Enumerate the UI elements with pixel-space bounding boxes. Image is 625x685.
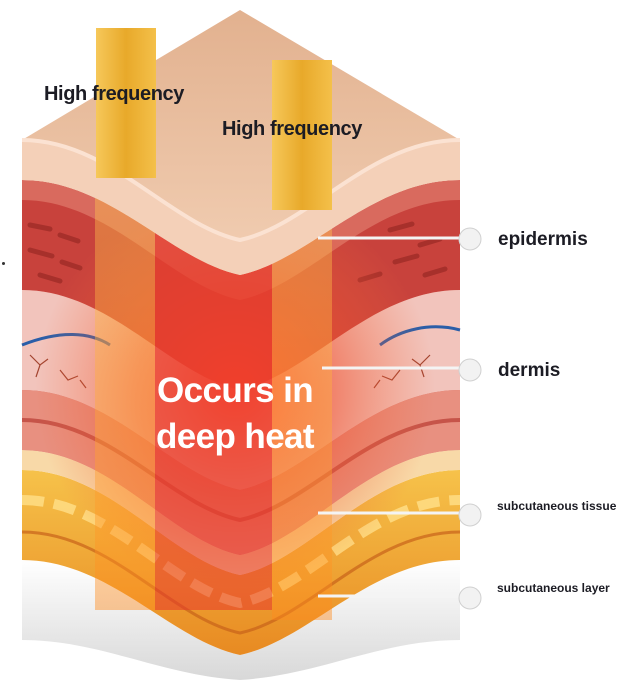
beam-label-right: High frequency — [222, 118, 362, 140]
center-text-line-1: Occurs in — [156, 371, 314, 410]
label-dermis: dermis — [498, 360, 561, 381]
stray-dot — [2, 262, 5, 265]
center-heat-text: Occurs in deep heat — [120, 368, 350, 460]
label-subcutaneous-layer: subcutaneous layer — [497, 581, 610, 595]
center-text-line-2: deep heat — [156, 417, 315, 456]
label-epidermis: epidermis — [498, 229, 588, 250]
beam-label-left: High frequency — [44, 83, 184, 105]
label-subcutaneous-tissue: subcutaneous tissue — [497, 499, 617, 513]
